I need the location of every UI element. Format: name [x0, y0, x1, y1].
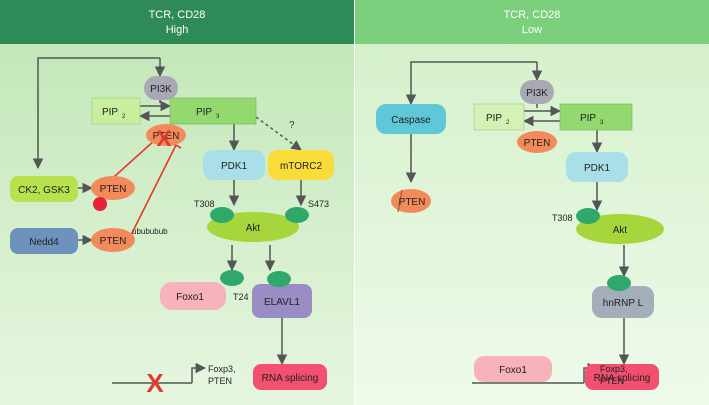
high-pip2-sub: 2: [122, 114, 126, 120]
high-pip3-node: [169, 97, 257, 125]
low-caspase-label: Caspase: [391, 115, 431, 126]
high-gene-label-line2: PTEN: [208, 376, 232, 386]
low-foxo1-label: Foxo1: [499, 365, 527, 376]
high-s473-phospho: [285, 207, 309, 223]
high-pip2-label: PIP: [102, 107, 118, 118]
high-elavl1-phospho: [267, 271, 291, 287]
high-akt-label: Akt: [246, 223, 261, 234]
low-pi3k-node: [520, 80, 554, 104]
low-akt-node: [576, 214, 664, 244]
low-t308-phospho: [576, 208, 600, 224]
high-pten-membrane-label: PTEN: [153, 131, 180, 142]
low-pdk1-node: [566, 152, 628, 182]
low-gene-label-line2: PTEN: [600, 376, 624, 386]
low-pi3k-label: PI3K: [526, 88, 548, 99]
high-header-line1: TCR, CD28: [149, 9, 206, 21]
high-pdk1-node: [203, 150, 265, 180]
low-pip2-label: PIP: [486, 113, 502, 124]
high-arrows: [32, 57, 307, 384]
high-mtorc2-label: mTORC2: [280, 161, 322, 172]
high-ck2-gsk3-node: [10, 176, 78, 202]
high-pi3k-node: [144, 76, 178, 100]
low-rna-splicing-label: RNA splicing: [594, 373, 651, 384]
high-s473-label: S473: [308, 199, 329, 209]
high-pip3-label: PIP: [196, 107, 212, 118]
high-pip3-sub: 3: [216, 114, 220, 120]
low-t308-label: T308: [552, 213, 573, 223]
high-t308-label: T308: [194, 199, 215, 209]
low-pip2-node: [473, 103, 525, 131]
low-header-line2: Low: [522, 24, 542, 36]
low-hnrnpl-node: [592, 286, 654, 318]
high-pten-phosphate-dot: [93, 197, 107, 211]
high-panel-header: [0, 0, 354, 44]
low-gene-label-line1: Foxp3,: [600, 364, 628, 374]
low-panel-header: [355, 0, 709, 44]
low-pten-node: [517, 131, 557, 153]
high-foxo1-label: Foxo1: [176, 292, 204, 303]
high-pten-phospho-node: [91, 176, 135, 200]
high-foxo1-node: [160, 282, 226, 310]
high-pten-inhibit-x: X: [157, 126, 172, 151]
high-ubiquitin-label: ubububub: [132, 227, 168, 236]
low-pdk1-label: PDK1: [584, 163, 611, 174]
high-t308-phospho: [210, 207, 234, 223]
low-pip3-node: [559, 103, 633, 131]
low-pip3-label: PIP: [580, 113, 596, 124]
high-t24-phospho: [220, 270, 244, 286]
low-pip3-sub: 3: [600, 120, 604, 126]
high-ck2-gsk3-label: CK2, GSK3: [18, 185, 70, 196]
high-panel: [0, 0, 354, 405]
low-hnrnpl-phospho: [607, 275, 631, 291]
high-pip2-node: [91, 97, 141, 125]
high-rna-splicing-label: RNA splicing: [262, 373, 319, 384]
high-mtorc2-node: [268, 150, 334, 180]
low-foxo1-node: [474, 356, 552, 382]
high-elavl1-node: [252, 284, 312, 318]
high-pten-ub-label: PTEN: [100, 236, 127, 247]
high-elavl1-label: ELAVL1: [264, 297, 300, 308]
high-pdk1-label: PDK1: [221, 161, 248, 172]
high-gene-block-x: X: [146, 368, 164, 398]
low-akt-label: Akt: [613, 225, 628, 236]
high-pi3k-label: PI3K: [150, 84, 172, 95]
high-pten-phospho-label: PTEN: [100, 184, 127, 195]
low-hnrnpl-label: hnRNP L: [603, 298, 644, 309]
low-pten-cleaved-label: PTEN: [399, 197, 426, 208]
high-pten-membrane-node: [146, 124, 186, 146]
high-nedd4-node: [10, 228, 78, 254]
high-nedd4-label: Nedd4: [29, 237, 59, 248]
low-caspase-node: [376, 104, 446, 134]
low-pip2-sub: 2: [506, 120, 510, 126]
low-header-line1: TCR, CD28: [504, 9, 561, 21]
high-pten-ub-node: [91, 228, 135, 252]
high-gene-label-line1: Foxp3,: [208, 364, 236, 374]
high-rna-splicing-node: [253, 364, 327, 390]
high-header-line2: High: [166, 24, 189, 36]
low-pten-cleavage-mark: [397, 189, 403, 213]
low-rna-splicing-node: [585, 364, 659, 390]
low-pten-label: PTEN: [524, 138, 551, 149]
high-question-mark: ?: [289, 120, 295, 131]
high-t24-label: T24: [233, 292, 249, 302]
